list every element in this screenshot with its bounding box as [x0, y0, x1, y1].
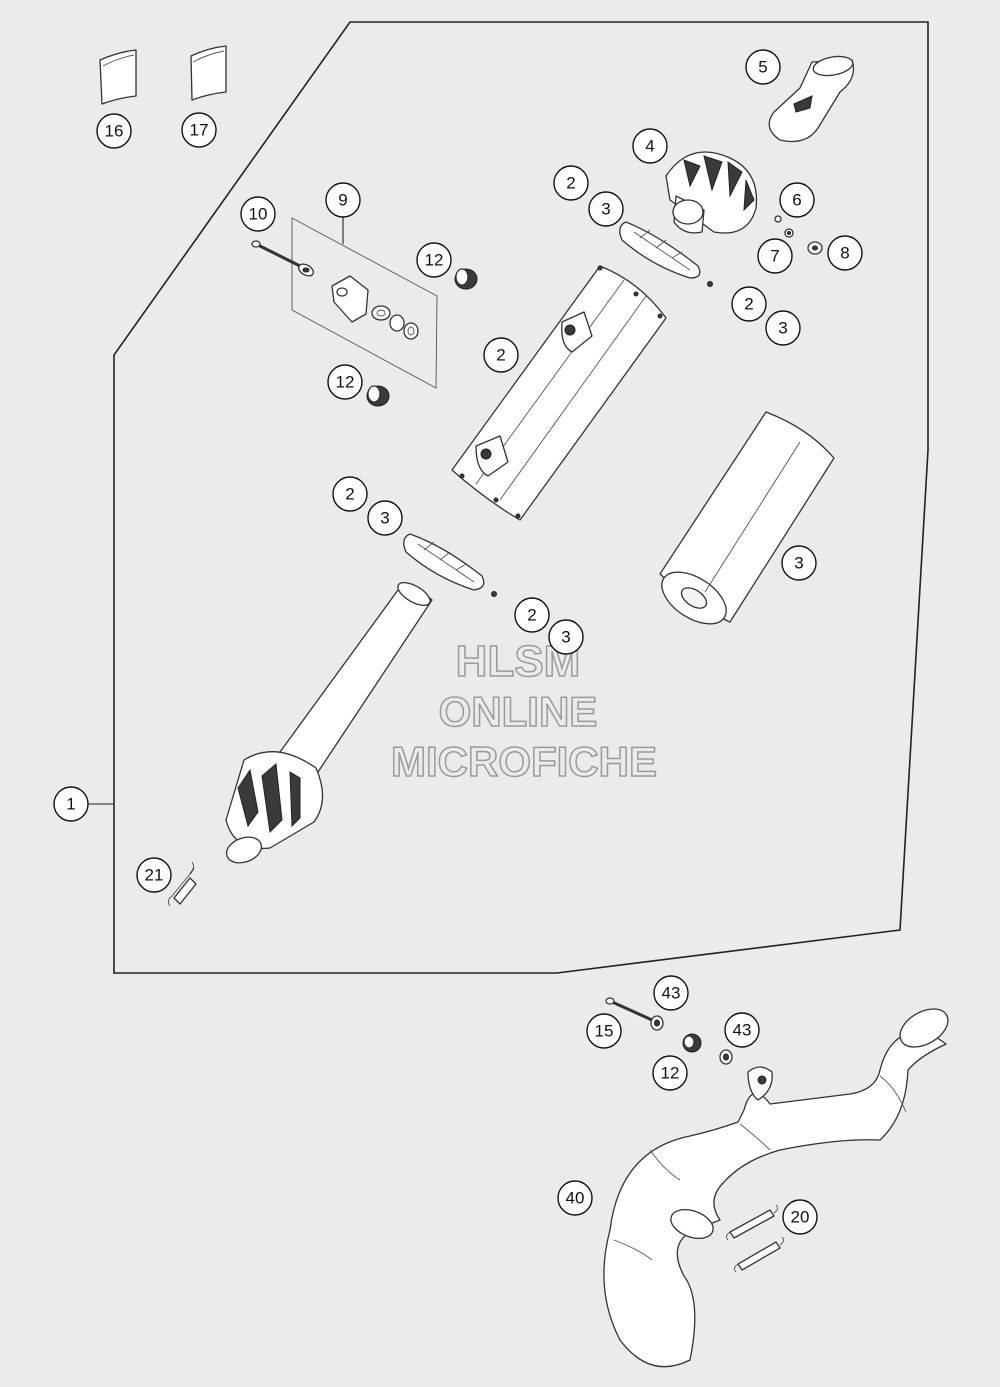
svg-text:2: 2	[496, 346, 505, 365]
callout-17[interactable]: 17	[181, 112, 217, 148]
sticker-part-17	[190, 45, 227, 101]
watermark-line-2: ONLINE	[439, 688, 598, 735]
bracket-kit-part-9	[291, 213, 438, 389]
callout-2-right[interactable]: 2	[731, 286, 767, 322]
svg-text:12: 12	[661, 1064, 680, 1083]
callout-8[interactable]: 8	[827, 235, 863, 271]
svg-text:4: 4	[645, 137, 654, 156]
svg-text:3: 3	[778, 319, 787, 338]
callout-3-lower-right[interactable]: 3	[548, 619, 584, 655]
callout-5[interactable]: 5	[745, 49, 781, 85]
callout-21[interactable]: 21	[136, 857, 172, 893]
callout-12-upper[interactable]: 12	[416, 242, 452, 278]
watermark: HLSM ONLINE MICROFICHE	[390, 636, 658, 786]
screw-part-7	[784, 228, 794, 238]
inner-tube-front-cap	[225, 581, 433, 864]
callout-43-upper[interactable]: 43	[653, 975, 689, 1011]
callout-15[interactable]: 15	[586, 1013, 622, 1049]
callout-2-upper[interactable]: 2	[553, 165, 589, 201]
bolt-part-10	[251, 240, 301, 268]
gasket-part-3-lower	[403, 533, 497, 597]
grommet-part-12-lower	[366, 385, 390, 407]
svg-text:8: 8	[840, 244, 849, 263]
callout-43-right[interactable]: 43	[724, 1012, 760, 1048]
grommet-part-12-upper	[454, 268, 478, 290]
svg-text:40: 40	[566, 1189, 585, 1208]
svg-text:17: 17	[190, 121, 209, 140]
svg-text:12: 12	[336, 373, 355, 392]
washer-part-43-a	[650, 1015, 664, 1031]
svg-text:20: 20	[791, 1208, 810, 1227]
callout-6[interactable]: 6	[779, 182, 815, 218]
svg-text:16: 16	[105, 122, 124, 141]
assembly-frame	[113, 21, 929, 974]
header-pipe-part-40	[603, 1008, 949, 1368]
callout-3-right[interactable]: 3	[765, 310, 801, 346]
svg-text:7: 7	[770, 247, 779, 266]
muffler-packing-part-3	[659, 411, 835, 625]
svg-text:3: 3	[561, 628, 570, 647]
muffler-shell-part-2	[451, 265, 667, 521]
svg-text:2: 2	[744, 295, 753, 314]
bolt-part-15	[605, 997, 653, 1022]
rivet-part-6	[774, 215, 782, 223]
callout-3-lower-left[interactable]: 3	[367, 500, 403, 536]
callout-7[interactable]: 7	[757, 238, 793, 274]
washer-part-8	[807, 241, 823, 255]
gasket-part-3-upper	[619, 221, 713, 287]
callout-20[interactable]: 20	[782, 1199, 818, 1235]
spring-part-20	[725, 1204, 785, 1273]
sticker-part-16	[99, 49, 137, 105]
callout-12-lower[interactable]: 12	[327, 364, 363, 400]
leader-lines	[88, 803, 195, 875]
callout-4[interactable]: 4	[632, 128, 668, 164]
svg-text:6: 6	[792, 191, 801, 210]
svg-text:1: 1	[66, 795, 75, 814]
svg-text:9: 9	[338, 191, 347, 210]
end-cap-insert-part-5	[768, 55, 855, 143]
callout-40[interactable]: 40	[557, 1180, 593, 1216]
callout-1[interactable]: 1	[53, 786, 89, 822]
callout-16[interactable]: 16	[96, 113, 132, 149]
svg-text:2: 2	[527, 606, 536, 625]
svg-text:2: 2	[566, 174, 575, 193]
callout-3-upper[interactable]: 3	[588, 191, 624, 227]
svg-text:5: 5	[758, 58, 767, 77]
svg-text:3: 3	[794, 554, 803, 573]
callout-3-packing[interactable]: 3	[781, 545, 817, 581]
washer-part-43-b	[719, 1049, 733, 1065]
callout-2-shell[interactable]: 2	[483, 337, 519, 373]
callout-12-header[interactable]: 12	[652, 1055, 688, 1091]
watermark-line-3: MICROFICHE	[391, 738, 657, 785]
svg-text:21: 21	[145, 866, 164, 885]
rear-cap-part-4	[665, 151, 758, 234]
svg-text:3: 3	[380, 509, 389, 528]
callout-9[interactable]: 9	[325, 182, 361, 218]
svg-text:43: 43	[662, 984, 681, 1003]
svg-text:3: 3	[601, 200, 610, 219]
grommet-part-12-header	[682, 1033, 702, 1053]
callout-2-lower-left[interactable]: 2	[332, 476, 368, 512]
svg-text:2: 2	[345, 485, 354, 504]
callout-10[interactable]: 10	[240, 196, 276, 232]
svg-text:10: 10	[249, 205, 268, 224]
svg-text:15: 15	[595, 1022, 614, 1041]
callout-2-lower-right[interactable]: 2	[514, 597, 550, 633]
svg-text:43: 43	[733, 1021, 752, 1040]
spring-part-21	[167, 861, 197, 907]
svg-text:12: 12	[425, 251, 444, 270]
